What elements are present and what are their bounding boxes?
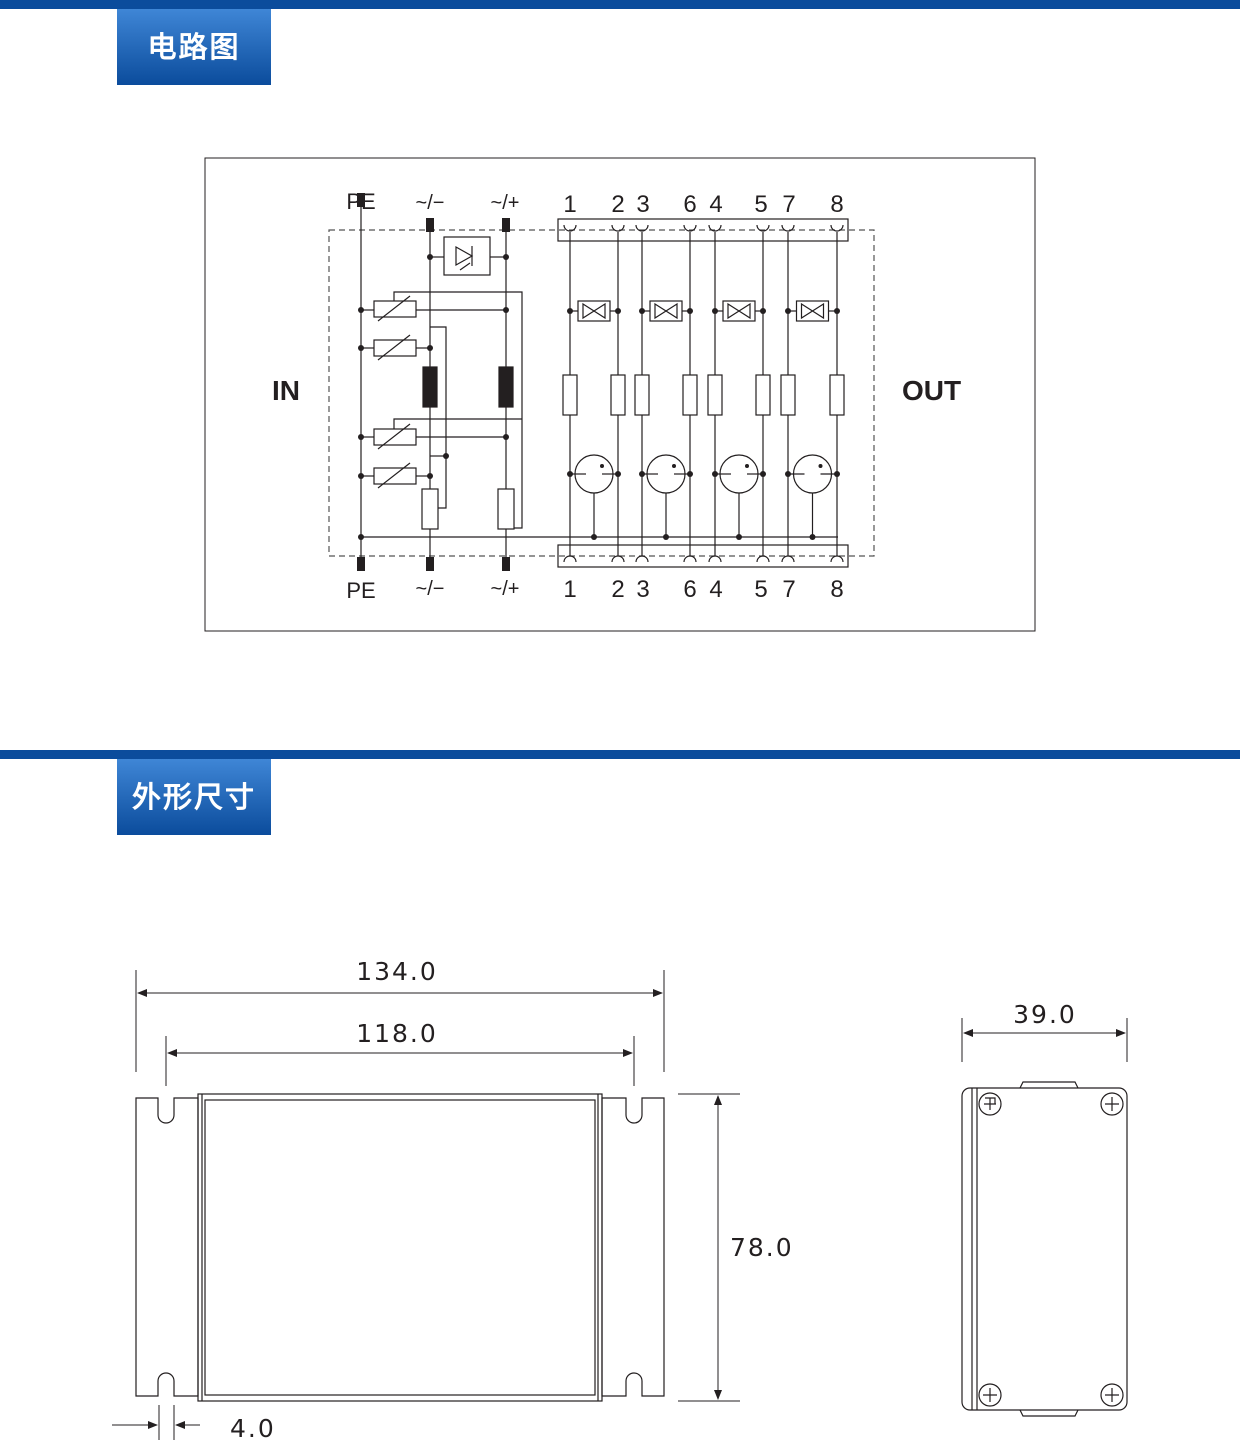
side-view: [961, 1018, 1128, 1417]
bottom-pin-socket-7: [830, 555, 844, 563]
varistors: [361, 291, 523, 529]
top-pin-label-4: 4: [709, 191, 722, 218]
dim-overall-width: 134.0: [356, 957, 438, 986]
top-pin-label-3: 3: [636, 191, 649, 218]
module-dashed-outline: [328, 229, 875, 557]
top-pin-socket-5: [756, 224, 770, 232]
dim-height: 78.0: [730, 1233, 794, 1262]
bottom-terminal-pe: PE: [346, 578, 375, 603]
top-pin-label-7: 7: [782, 191, 795, 218]
tvs-diode-symbol-3: [727, 302, 751, 320]
bottom-pin-socket-6: [781, 555, 795, 563]
terminal-strip-top: [557, 218, 849, 242]
channel-resistor-6: [780, 374, 796, 416]
circuit-diagram: [204, 157, 1036, 632]
screw-top-left-icon: [978, 1092, 1002, 1116]
top-pin-label-8: 8: [830, 191, 843, 218]
dim-mount-spacing: 118.0: [356, 1019, 438, 1048]
inductor-left: [422, 366, 438, 408]
channel-resistor-3: [682, 374, 698, 416]
bottom-pin-socket-3: [683, 555, 697, 563]
bottom-pin-socket-1: [611, 555, 625, 563]
top-pin-label-5: 5: [754, 191, 767, 218]
bottom-pin-label-5: 5: [754, 576, 767, 603]
bottom-pin-label-8: 8: [830, 576, 843, 603]
top-pin-socket-7: [830, 224, 844, 232]
screw-bottom-right-icon: [1100, 1383, 1124, 1407]
tvs-diode-symbol-2: [654, 302, 678, 320]
top-pin-label-2: 2: [611, 191, 624, 218]
tvs-diode-symbol-4: [800, 302, 825, 320]
bottom-pin-label-6: 6: [683, 576, 696, 603]
top-terminal-ac-neg: ~/−: [416, 192, 445, 214]
screw-top-right-icon: [1100, 1092, 1124, 1116]
bottom-pin-socket-5: [756, 555, 770, 563]
channel-pair-1: [567, 300, 621, 540]
signal-channels: [562, 224, 845, 563]
top-terminal-ac-pos: ~/+: [491, 192, 520, 214]
bottom-terminal-ac-pos: ~/+: [491, 578, 520, 600]
channel-resistor-5: [755, 374, 771, 416]
top-pin-socket-1: [611, 224, 625, 232]
diode-box: [443, 236, 491, 276]
out-label: OUT: [902, 375, 961, 406]
middle-band: [0, 750, 1240, 759]
front-view: [112, 970, 740, 1440]
bottom-pin-socket-4: [708, 555, 722, 563]
top-pin-label-6: 6: [683, 191, 696, 218]
terminal-strip-bottom: [557, 544, 849, 568]
top-pin-socket-2: [635, 224, 649, 232]
screw-bottom-left-icon: [978, 1383, 1002, 1407]
top-pin-socket-6: [781, 224, 795, 232]
top-band: [0, 0, 1240, 9]
dim-slot-width: 4.0: [230, 1414, 276, 1440]
channel-resistor-2: [634, 374, 650, 416]
top-pin-socket-0: [563, 224, 577, 232]
bottom-pin-label-7: 7: [782, 576, 795, 603]
channel-resistor-4: [707, 374, 723, 416]
inductor-right: [498, 366, 514, 408]
bottom-pin-label-3: 3: [636, 576, 649, 603]
bottom-pin-socket-0: [563, 555, 577, 563]
channel-resistor-7: [829, 374, 845, 416]
channel-pair-4: [785, 300, 840, 540]
circuit-frame: [204, 157, 1036, 632]
dimensions-section-title: 外形尺寸: [117, 759, 271, 835]
bottom-pin-label-1: 1: [563, 576, 576, 603]
dim-side-width: 39.0: [1013, 1000, 1077, 1029]
bottom-pin-socket-2: [635, 555, 649, 563]
top-pin-socket-4: [708, 224, 722, 232]
bottom-pin-label-2: 2: [611, 576, 624, 603]
channel-pair-2: [639, 300, 693, 540]
bottom-pin-label-4: 4: [709, 576, 722, 603]
channel-resistor-0: [562, 374, 578, 416]
channel-resistor-1: [610, 374, 626, 416]
bottom-terminal-ac-neg: ~/−: [416, 578, 445, 600]
top-terminal-pe: PE: [346, 189, 375, 214]
channel-pair-3: [712, 300, 766, 540]
top-pin-label-1: 1: [563, 191, 576, 218]
tvs-diode-symbol-1: [582, 302, 606, 320]
in-label: IN: [272, 375, 300, 406]
top-pin-socket-3: [683, 224, 697, 232]
circuit-section-title: 电路图: [117, 9, 271, 85]
